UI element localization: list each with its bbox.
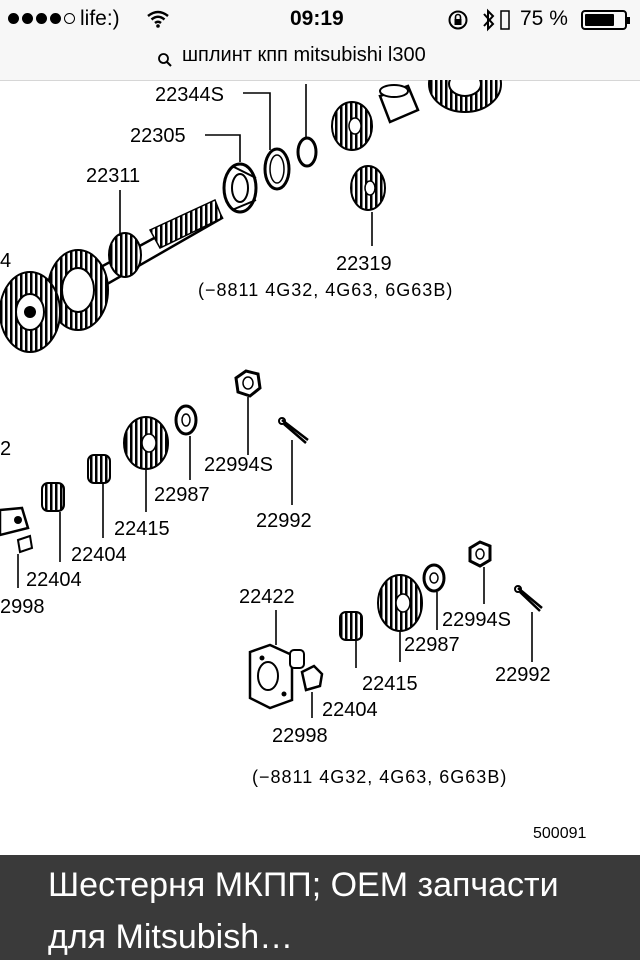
bearing-22305 (222, 162, 258, 214)
battery-charging-icon (500, 10, 510, 30)
battery-icon (581, 10, 630, 30)
bolt-22998 (300, 664, 324, 692)
applicability-note-bottom: (−8811 4G32, 4G63, 6G63B) (252, 767, 507, 787)
label-left-2: 2 (0, 438, 11, 460)
washer-22987-b (422, 563, 446, 593)
gear-upper-small (331, 101, 373, 151)
battery-percent: 75 % (520, 7, 568, 30)
main-shaft-22311 (0, 198, 224, 353)
nut-22994S-b (468, 540, 492, 568)
cotter-pin-22992-a (278, 417, 309, 444)
label-22404-a: 22404 (71, 544, 127, 566)
battery-level (585, 14, 614, 26)
bluetooth-icon (483, 8, 495, 32)
leader-lines-bottom (275, 567, 533, 718)
label-22987-a: 22987 (154, 484, 210, 506)
gear-22415-b (377, 574, 423, 632)
gear-22319 (350, 165, 386, 211)
image-caption[interactable]: Шестерня МКПП; OEM запчасти для Mitsubis… (0, 855, 640, 960)
label-22987-b: 22987 (404, 634, 460, 656)
label-22994S-b: 22994S (442, 609, 511, 631)
parts-diagram: 22344S 22305 22311 22319 4 (−8811 4G32, … (0, 80, 586, 842)
label-22311: 22311 (86, 165, 140, 187)
search-query[interactable]: шплинт кпп mitsubishi l300 (182, 44, 426, 66)
label-22344S: 22344S (155, 84, 224, 106)
washer-rings (263, 136, 318, 191)
flange-22422 (248, 643, 305, 710)
needle-bearing-22404-c (339, 611, 363, 641)
status-bar: life:) 09:19 75 % (0, 0, 640, 40)
label-2998: 2998 (0, 596, 45, 618)
label-22998: 22998 (272, 725, 328, 747)
label-22404-c: 22404 (322, 699, 378, 721)
leader-lines-top (119, 84, 373, 246)
diagram-code: 500091 (533, 825, 586, 842)
needle-bearing-22404-b (41, 482, 65, 512)
label-22415-a: 22415 (114, 518, 170, 540)
washer-22987-a (174, 404, 198, 436)
rotation-lock-icon (448, 10, 468, 30)
label-22992-a: 22992 (256, 510, 312, 532)
label-22415-b: 22415 (362, 673, 418, 695)
carrier-name: life:) (80, 7, 120, 30)
label-22422: 22422 (239, 586, 295, 608)
signal-strength-icon (8, 13, 75, 24)
leader-lines-middle (17, 397, 293, 588)
shaft-end-left (0, 506, 34, 554)
label-22992-b: 22992 (495, 664, 551, 686)
gear-top-right (428, 80, 502, 113)
cotter-pin-22992-b (514, 585, 543, 612)
label-22404-b: 22404 (26, 569, 82, 591)
wifi-icon (147, 10, 169, 28)
caption-title[interactable]: Шестерня МКПП; OEM запчасти для Mitsubis… (48, 866, 559, 956)
label-22305: 22305 (130, 125, 186, 147)
label-22994S-a: 22994S (204, 454, 273, 476)
gear-22415-a (123, 416, 169, 470)
search-icon (158, 53, 172, 67)
applicability-note-top: (−8811 4G32, 4G63, 6G63B) (198, 280, 453, 300)
address-bar[interactable]: шплинт кпп mitsubishi l300 (0, 40, 640, 81)
sleeve-part (378, 84, 420, 124)
needle-bearing-22404-a (87, 454, 111, 484)
clock: 09:19 (290, 7, 344, 30)
nut-22994S-a (234, 369, 262, 398)
label-22319: 22319 (336, 253, 392, 275)
label-left-4: 4 (0, 250, 11, 272)
